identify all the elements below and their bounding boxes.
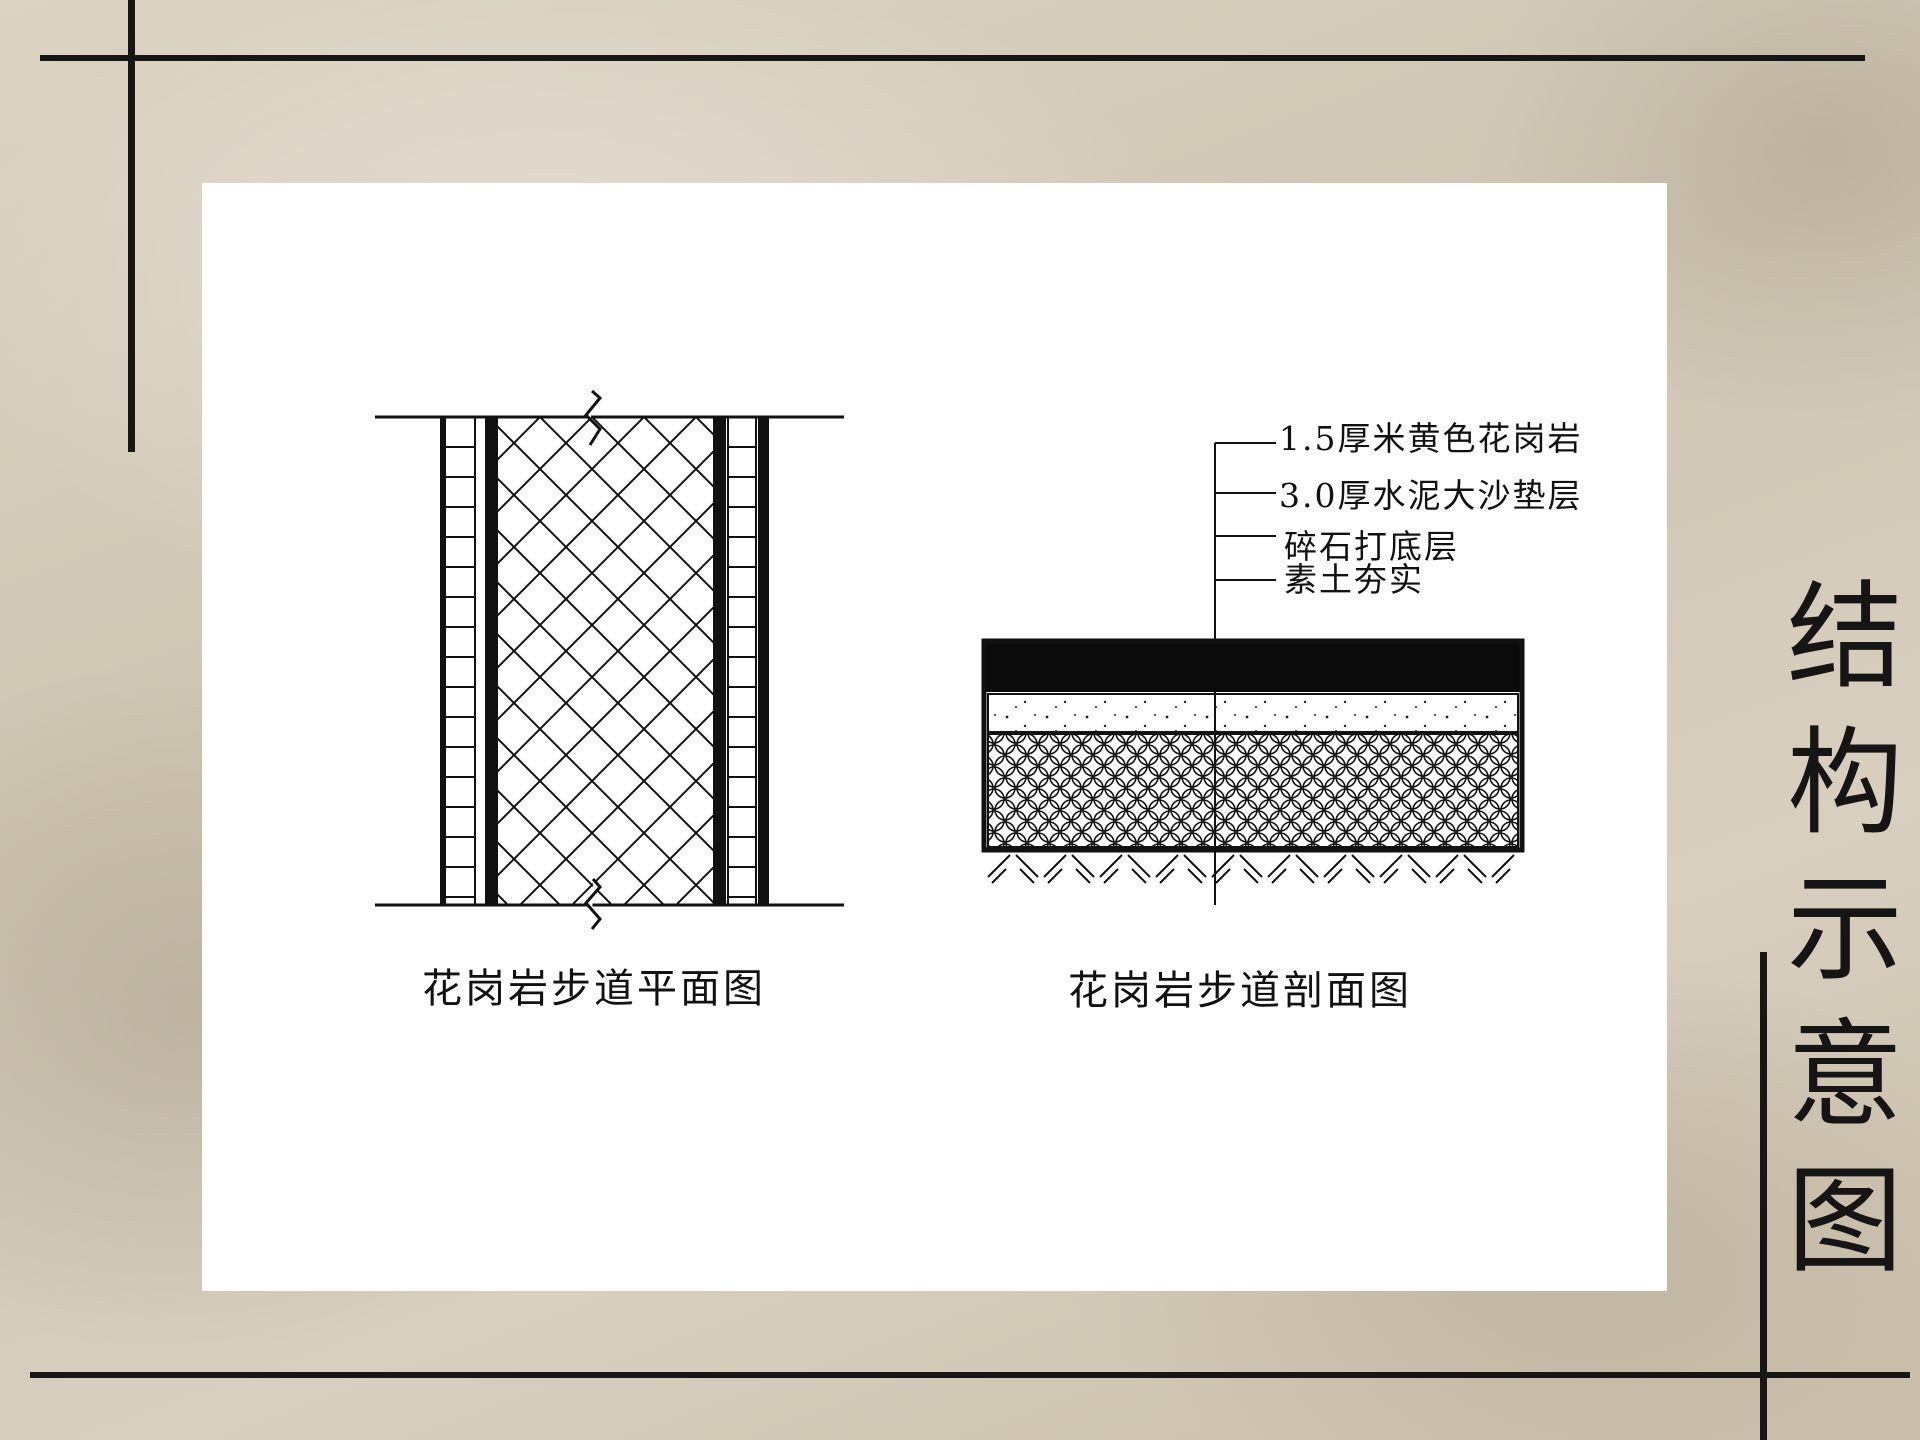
frame-bottom-line: [30, 1372, 1910, 1378]
layer-label-granite: 1.5厚米黄色花岗岩: [1279, 419, 1583, 458]
soil-hatch-stroke: [1239, 854, 1263, 884]
slide-title-char: 构: [1787, 716, 1903, 851]
soil-hatch-stroke: [1323, 854, 1347, 884]
plan-right-brick-strip: [727, 417, 757, 905]
plan-break-mark-bottom: [584, 878, 602, 930]
slide-title: 结 构 示 意 图: [1775, 565, 1915, 1295]
section-frame: [981, 638, 1525, 853]
soil-hatch-stroke: [1295, 854, 1319, 884]
section-view-caption: 花岗岩步道剖面图: [1068, 968, 1412, 1014]
slide-title-char: 意: [1787, 1008, 1903, 1143]
soil-hatch-stroke: [1099, 854, 1123, 884]
soil-hatch-stroke: [1015, 854, 1039, 884]
frame-top-line: [40, 55, 1865, 61]
plan-left-curb: [485, 417, 497, 905]
section-soil-hatch: [987, 854, 1515, 884]
plan-left-edge-line: [440, 417, 445, 905]
soil-hatch-stroke: [1211, 854, 1235, 884]
layer-label-soil: 素土夯实: [1284, 560, 1424, 599]
soil-hatch-stroke: [1071, 854, 1095, 884]
frame-right-line: [1760, 952, 1767, 1440]
soil-hatch-stroke: [1435, 854, 1459, 884]
plan-granite-field: [496, 416, 715, 906]
plan-view: [375, 389, 844, 930]
soil-hatch-stroke: [1379, 854, 1403, 884]
soil-hatch-stroke: [1043, 854, 1067, 884]
layer-label-mortar: 3.0厚水泥大沙垫层: [1279, 476, 1583, 515]
slide-title-char: 结: [1787, 570, 1903, 705]
soil-hatch-stroke: [1155, 854, 1179, 884]
soil-hatch-stroke: [1463, 854, 1487, 884]
soil-hatch-stroke: [1267, 854, 1291, 884]
plan-view-caption: 花岗岩步道平面图: [422, 966, 766, 1012]
plan-break-mark-top: [583, 389, 603, 446]
soil-hatch-stroke: [1183, 854, 1207, 884]
plan-left-brick-strip: [444, 417, 476, 905]
soil-hatch-stroke: [987, 854, 1011, 884]
soil-hatch-stroke: [1127, 854, 1151, 884]
section-mortar-layer: [987, 693, 1519, 733]
section-gravel-layer: [987, 733, 1519, 848]
diagram-panel: 花岗岩步道平面图 花岗岩步道剖面图 1.5厚米黄色花岗岩 3.0厚水泥大沙垫层 …: [202, 183, 1667, 1291]
soil-hatch-stroke: [1407, 854, 1431, 884]
plan-brick-ticks: [445, 446, 756, 898]
layer-label-gravel: 碎石打底层: [1284, 527, 1459, 566]
plan-right-curb: [714, 417, 726, 905]
section-granite-layer: [984, 641, 1522, 692]
slide-title-char: 图: [1787, 1154, 1903, 1289]
plan-right-edge-line: [758, 417, 769, 905]
slide-title-char: 示: [1787, 862, 1903, 997]
soil-hatch-stroke: [1491, 854, 1515, 884]
soil-hatch-stroke: [1351, 854, 1375, 884]
section-view: [981, 442, 1525, 905]
diagram-drawing: [375, 389, 1525, 930]
frame-left-line: [128, 0, 135, 452]
